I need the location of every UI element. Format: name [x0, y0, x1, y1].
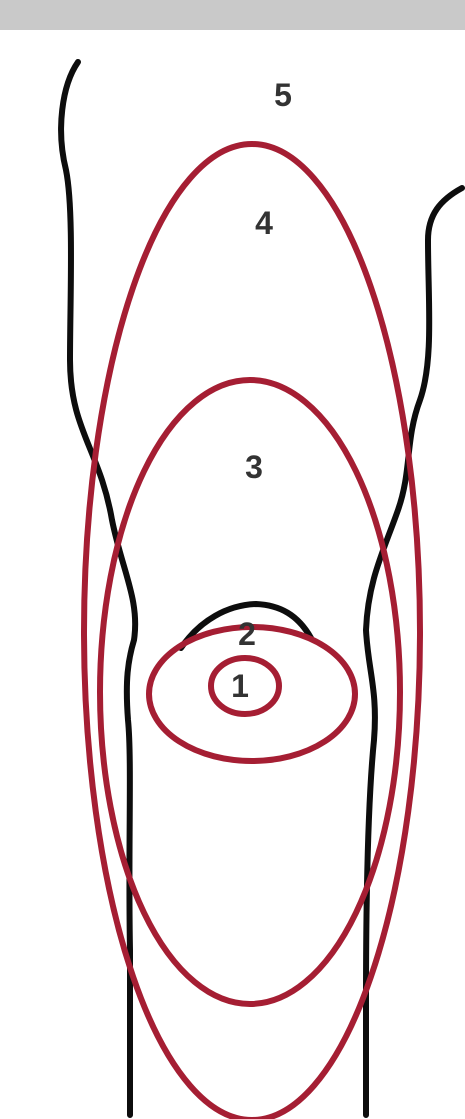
zone-label-2: 2 [238, 616, 256, 652]
zone-label-4: 4 [255, 205, 273, 241]
zone-label-5: 5 [274, 77, 292, 113]
zone-label-1: 1 [231, 668, 249, 704]
zone-label-3: 3 [245, 449, 263, 485]
